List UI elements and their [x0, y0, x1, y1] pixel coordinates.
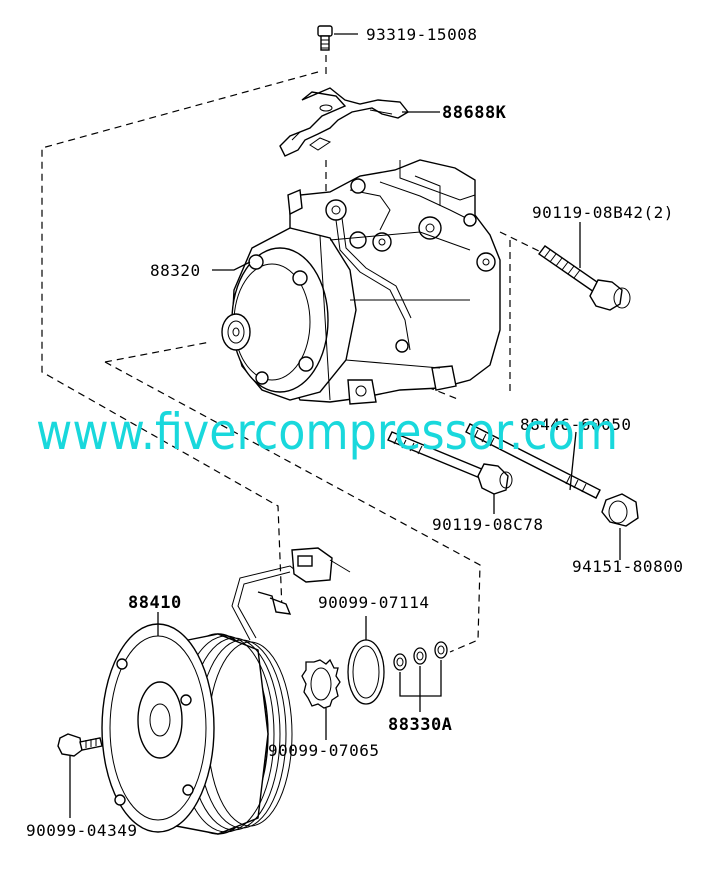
bolt-90099-04349: [57, 733, 103, 757]
label-90119-08c78: 90119-08C78: [432, 515, 543, 534]
bracket-88688k: [279, 87, 410, 157]
leader-lines: [69, 33, 621, 818]
label-90099-07114: 90099-07114: [318, 593, 429, 612]
label-93319-15008: 93319-15008: [366, 25, 477, 44]
bolt-90119-08b42: [538, 245, 631, 311]
clutch-lead-wire: [231, 547, 351, 641]
snap-ring-90099-07065: [301, 658, 341, 709]
watermark-text: www.fivercompressor.com: [36, 403, 618, 461]
bolt-90119-08c78: [387, 431, 513, 495]
clutch-88410: [101, 623, 293, 835]
label-88330a: 88330A: [388, 715, 452, 735]
label-88320: 88320: [150, 261, 201, 280]
snap-ring-90099-07114: [347, 639, 385, 705]
label-88688k: 88688K: [442, 103, 507, 123]
compressor-88320: [221, 159, 501, 405]
label-90119-08b42: 90119-08B42(2): [532, 203, 674, 222]
label-90099-07065: 90099-07065: [268, 741, 379, 760]
bolt-93319-15008: [317, 25, 333, 51]
label-90099-04349: 90099-04349: [26, 821, 137, 840]
nut-94151-80800: [601, 493, 639, 527]
label-88410: 88410: [128, 593, 182, 613]
shim-set-88330a: [393, 641, 448, 671]
stud-88446-60050: [465, 423, 601, 499]
label-94151-80800: 94151-80800: [572, 557, 683, 576]
label-88446-60050: 88446-60050: [520, 415, 631, 434]
